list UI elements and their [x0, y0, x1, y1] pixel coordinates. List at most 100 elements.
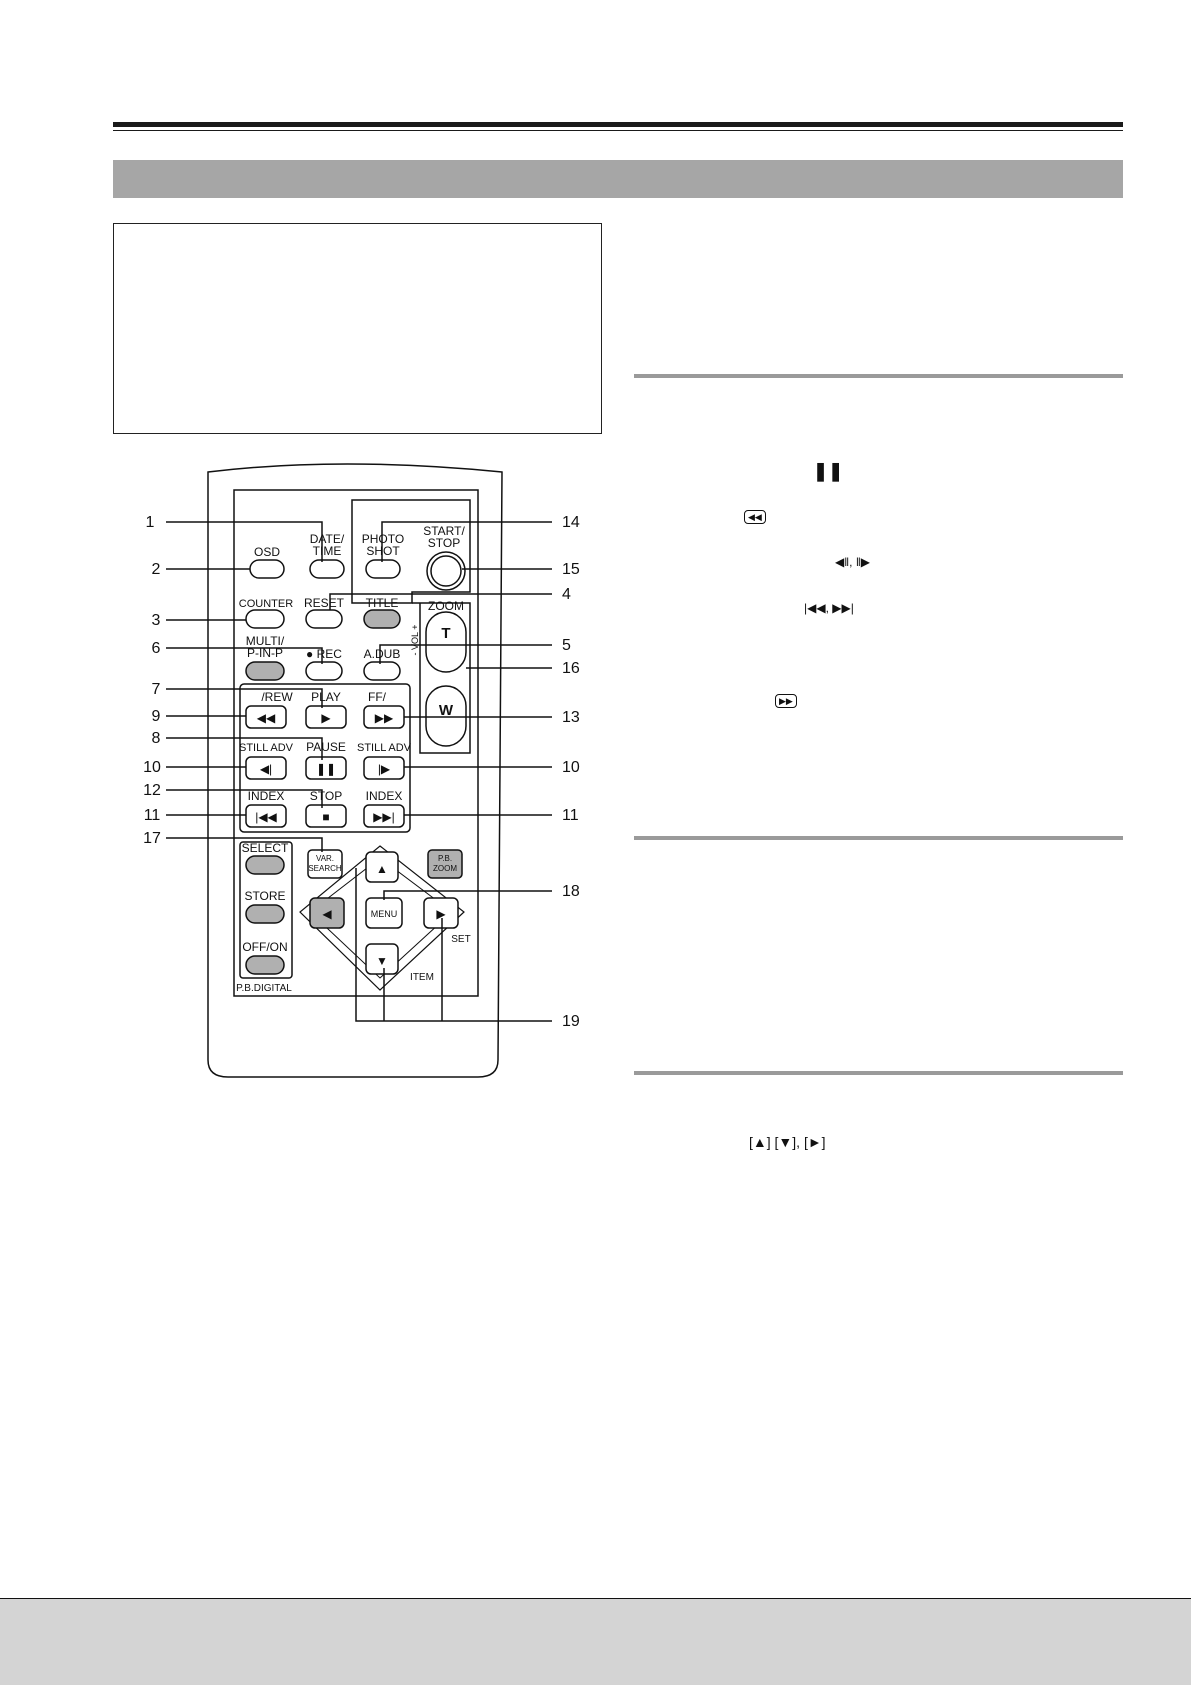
callout-14: 14: [562, 514, 580, 531]
rec-button: [305, 661, 343, 681]
start-stop-button: [426, 551, 466, 591]
fast-forward-icon: ▶▶: [775, 692, 797, 708]
multi-label-2: P-IN-P: [247, 646, 283, 660]
osd-button: [249, 559, 285, 579]
title-button: [363, 609, 401, 629]
pause-button: [305, 756, 347, 780]
title-label: TITLE: [366, 596, 399, 610]
callout-17: 17: [143, 830, 161, 847]
rew-glyph: ◀◀: [257, 711, 276, 725]
vol-label: - VOL +: [410, 625, 420, 656]
multi-pinp-button: [245, 661, 285, 681]
pause-icon: ❚❚: [813, 461, 844, 481]
up-arrow-button: [365, 851, 399, 883]
date-time-button: [309, 559, 345, 579]
section-rule-1: [634, 374, 1123, 378]
remote-panel-outline: [233, 489, 479, 997]
pause-label: PAUSE: [306, 740, 346, 754]
play-label: PLAY: [311, 690, 341, 704]
stop-label: STOP: [310, 789, 342, 803]
callout-19: 19: [562, 1013, 580, 1030]
still-adv-right-label: STILL ADV: [357, 742, 412, 754]
play-glyph: ▶: [321, 711, 331, 725]
down-arrow-button: [365, 943, 399, 975]
callout-3: 3: [152, 612, 161, 629]
store-label: STORE: [244, 889, 285, 903]
rew-label: /REW: [261, 690, 293, 704]
pb-zoom-label-2: ZOOM: [433, 864, 457, 873]
start-stop-label-2: STOP: [428, 536, 460, 550]
cursor-keys-icon: [▲] [▼], [►]: [749, 1134, 826, 1150]
reset-label: RESET: [304, 596, 345, 610]
var-search-button: [307, 849, 343, 879]
pb-zoom-button: [427, 849, 463, 879]
callout-10-right: 10: [562, 759, 580, 776]
section-title-band: [113, 160, 1123, 198]
set-label: SET: [451, 934, 470, 945]
a-dub-label: A.DUB: [364, 647, 401, 661]
select-button: [245, 855, 285, 875]
still-adv-left-button: [245, 756, 287, 780]
ff-label: FF/: [368, 690, 387, 704]
play-button: [305, 705, 347, 729]
photo-shot-label-2: SHOT: [366, 544, 400, 558]
callout-7: 7: [152, 681, 161, 698]
callout-1: 1: [146, 514, 155, 531]
date-time-label-2: TIME: [313, 544, 342, 558]
index-skip-icon: |◀◀, ▶▶|: [804, 601, 854, 615]
callout-8: 8: [152, 730, 161, 747]
callout-6: 6: [152, 640, 161, 657]
multi-label-1: MULTI/: [246, 634, 285, 648]
pause-glyph: ❚❚: [316, 762, 336, 776]
item-label: ITEM: [410, 972, 434, 983]
right-arrow-button: [423, 897, 459, 929]
index-right-label: INDEX: [366, 789, 403, 803]
section-rule-3: [634, 1071, 1123, 1075]
note-box: [113, 223, 602, 434]
index-right-glyph: ▶▶|: [373, 810, 395, 824]
zoom-t-button: [425, 611, 467, 673]
date-time-label-1: DATE/: [310, 532, 345, 546]
right-arrow-glyph: ▶: [436, 907, 446, 921]
osd-label: OSD: [254, 545, 280, 559]
still-left-glyph: ◀|: [260, 762, 272, 776]
off-on-label: OFF/ON: [242, 940, 287, 954]
left-arrow-button: [309, 897, 345, 929]
var-search-label-1: VAR.: [316, 854, 334, 863]
callout-5: 5: [562, 637, 571, 654]
header-rule-thin: [113, 130, 1123, 131]
callout-2: 2: [152, 561, 161, 578]
zoom-w-label: W: [439, 702, 454, 719]
still-adv-left-label: STILL ADV: [239, 742, 294, 754]
callout-15: 15: [562, 561, 580, 578]
menu-label: MENU: [371, 909, 398, 919]
callout-11-left: 11: [144, 807, 161, 824]
callout-10-left: 10: [143, 759, 161, 776]
callout-13: 13: [562, 709, 580, 726]
zoom-t-label: T: [441, 625, 450, 642]
left-arrow-glyph: ◀: [322, 907, 332, 921]
stop-button: [305, 804, 347, 828]
section-rule-2: [634, 836, 1123, 840]
callout-18: 18: [562, 883, 580, 900]
index-left-glyph: |◀◀: [255, 810, 277, 824]
ff-glyph: ▶▶: [375, 711, 394, 725]
pb-zoom-label-1: P.B.: [438, 854, 452, 863]
rew-button: [245, 705, 287, 729]
counter-button: [245, 609, 285, 629]
reset-button: [305, 609, 343, 629]
callout-12: 12: [143, 782, 161, 799]
start-stop-label-1: START/: [423, 524, 465, 538]
footer-band: [0, 1598, 1191, 1685]
rewind-icon: ◀◀: [744, 508, 766, 524]
photo-shot-button: [365, 559, 401, 579]
remote-control-diagram: ◀◀ ▶ ▶▶ ◀| ❚❚ |▶ |◀◀ ■ ▶▶| ▲ ◀ ▶ ▼ DATE/…: [143, 463, 580, 1078]
zoom-w-button: [425, 685, 467, 747]
remote-body-outline: [207, 463, 503, 1078]
photo-shot-label-1: PHOTO: [362, 532, 404, 546]
pb-digital-label: P.B.DIGITAL: [236, 983, 292, 994]
callout-16: 16: [562, 660, 580, 677]
callout-4: 4: [562, 586, 571, 603]
callout-9: 9: [152, 708, 161, 725]
index-right-button: [363, 804, 405, 828]
